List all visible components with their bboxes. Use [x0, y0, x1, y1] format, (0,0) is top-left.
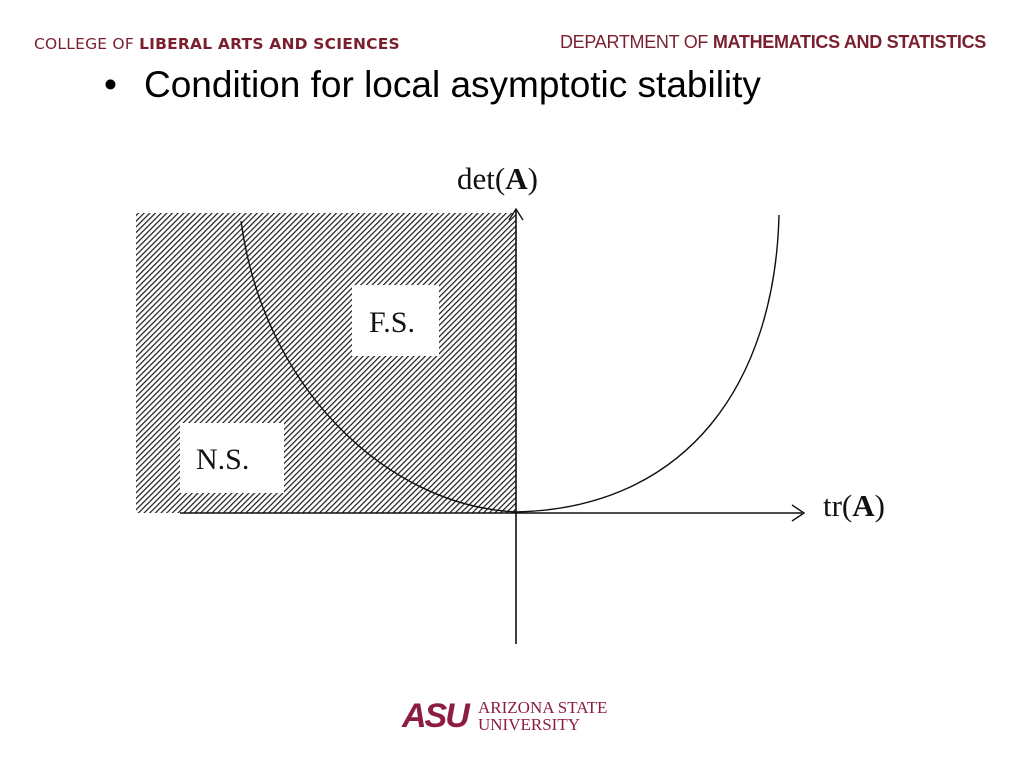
ns-region-label: N.S. [196, 443, 249, 476]
college-name: LIBERAL ARTS AND SCIENCES [139, 35, 400, 53]
fs-region-label: F.S. [369, 306, 415, 339]
x-axis-arrowhead [791, 504, 806, 522]
department-prefix: DEPARTMENT OF [559, 32, 713, 52]
slide-bullet: • Condition for local asymptotic stabilit… [104, 64, 761, 106]
bullet-text: Condition for local asymptotic stability [144, 64, 761, 105]
asu-logo-line2: UNIVERSITY [478, 715, 580, 734]
parabola-left-branch [240, 220, 517, 513]
college-header: COLLEGE OF LIBERAL ARTS AND SCIENCES [34, 35, 400, 53]
department-name: MATHEMATICS AND STATISTICS [712, 32, 986, 52]
y-axis-arrowhead [508, 207, 524, 221]
college-prefix: COLLEGE OF [34, 35, 140, 53]
asu-logo-wordmark: ARIZONA STATE UNIVERSITY [478, 699, 607, 733]
asu-logo-mark: ASU [402, 697, 470, 735]
x-axis-label: tr(A) [823, 488, 885, 523]
ns-label-box [180, 423, 284, 493]
asu-logo-line1: ARIZONA STATE [478, 698, 608, 717]
bullet-mark: • [104, 64, 117, 105]
y-axis-label: det(A) [457, 161, 538, 196]
department-header: DEPARTMENT OF MATHEMATICS AND STATISTICS [560, 32, 986, 53]
parabola-right-branch [515, 214, 780, 513]
fs-label-box [352, 285, 439, 356]
asu-logo: ASU ARIZONA STATE UNIVERSITY [402, 697, 607, 736]
